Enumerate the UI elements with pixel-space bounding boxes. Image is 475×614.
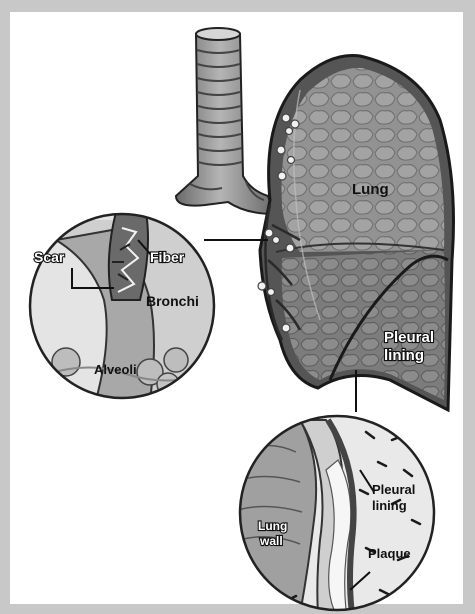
lung-wall-label-2: wall bbox=[259, 534, 283, 548]
plaque-label: Plaque bbox=[368, 546, 411, 561]
pleural-lining-inset-label-2: lining bbox=[372, 498, 407, 513]
alveoli-label: Alveoli bbox=[94, 362, 137, 377]
pleural-inset bbox=[236, 416, 434, 614]
scar-label: Scar bbox=[34, 249, 65, 265]
bronchi-label: Bronchi bbox=[146, 293, 199, 309]
fiber-label: Fiber bbox=[150, 249, 185, 265]
bronchi-inset bbox=[30, 212, 214, 420]
pleural-lining-label-1: Pleural bbox=[384, 329, 434, 346]
trachea bbox=[176, 28, 274, 214]
pleural-lining-inset-label-1: Pleural bbox=[372, 482, 415, 497]
lung-wall-label-1: Lung bbox=[258, 519, 287, 533]
pleural-lining-label-2: lining bbox=[384, 347, 424, 364]
lung-label: Lung bbox=[352, 181, 389, 198]
